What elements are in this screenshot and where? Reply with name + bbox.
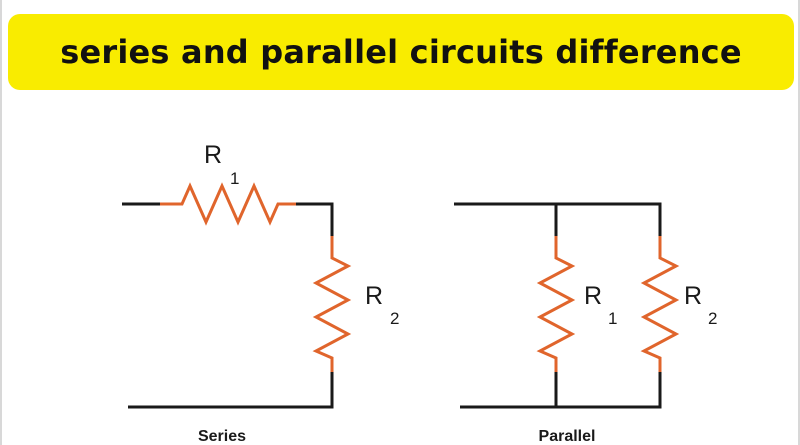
series-caption: Series — [198, 428, 246, 445]
parallel-r1-letter: R — [584, 282, 602, 310]
parallel-wire-top — [454, 202, 662, 236]
series-wire-bottom — [128, 372, 334, 409]
series-resistor-r1 — [160, 182, 296, 226]
series-r2-index: 2 — [390, 309, 399, 328]
series-r2-letter: R — [365, 282, 383, 310]
parallel-caption: Parallel — [539, 428, 596, 445]
title-banner: series and parallel circuits difference — [8, 14, 794, 90]
series-wire-corner — [296, 202, 334, 236]
parallel-wire-bottom — [460, 372, 662, 409]
parallel-r2-letter: R — [684, 282, 702, 310]
parallel-circuit: R 1 R 2 Parallel — [454, 202, 717, 445]
parallel-resistor-r1 — [536, 236, 576, 372]
series-r1-letter: R — [204, 141, 222, 169]
series-circuit: R 1 R 2 Series — [122, 141, 399, 445]
series-r1-index: 1 — [230, 169, 239, 188]
parallel-r2-index: 2 — [708, 309, 717, 328]
parallel-r1-index: 1 — [608, 309, 617, 328]
series-resistor-r2 — [312, 236, 352, 372]
page-title: series and parallel circuits difference — [60, 33, 742, 71]
parallel-resistor-r2 — [640, 236, 680, 372]
